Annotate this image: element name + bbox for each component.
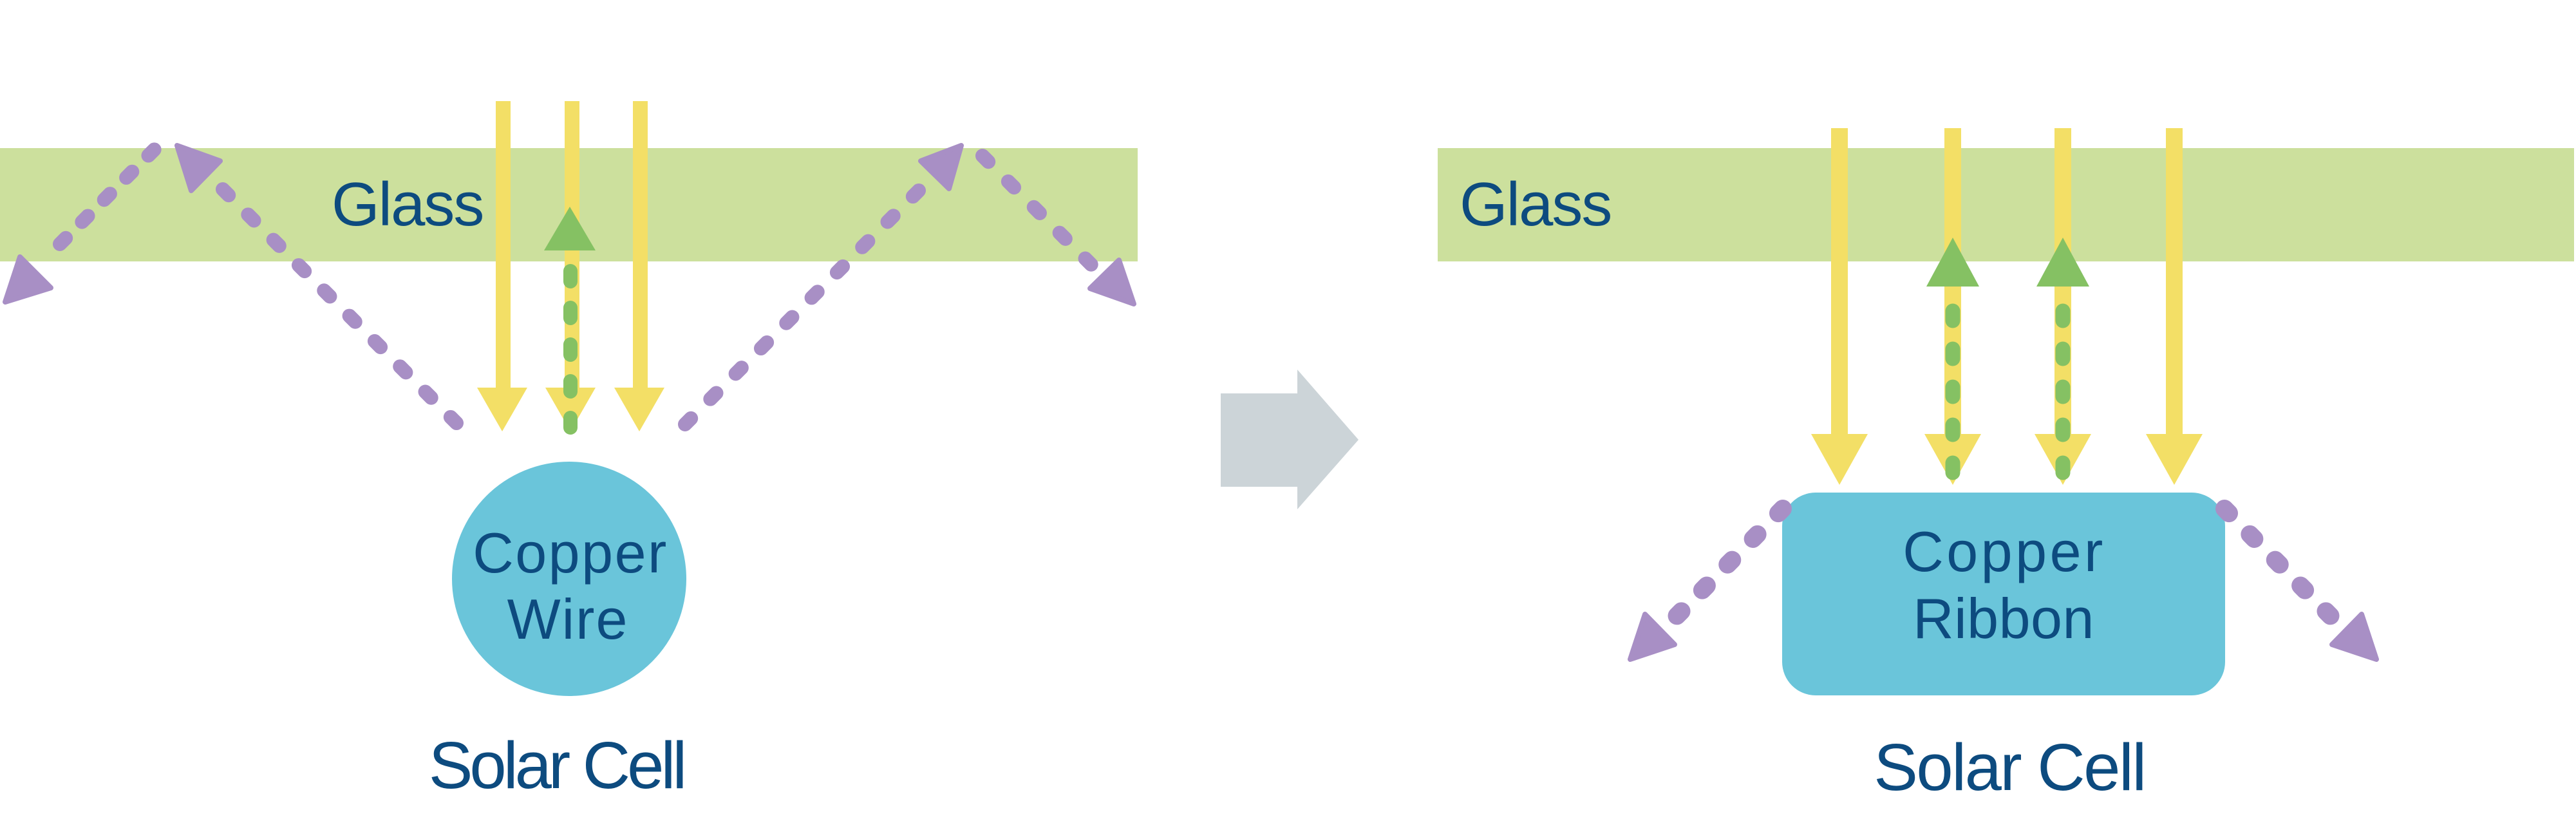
svg-text:Solar Cell: Solar Cell [1874,730,2145,804]
svg-text:Copper: Copper [1903,520,2106,583]
svg-text:Glass: Glass [332,170,483,239]
svg-text:Copper: Copper [473,521,668,585]
svg-text:Solar Cell: Solar Cell [429,728,684,802]
svg-text:Glass: Glass [1460,170,1611,239]
svg-text:Wire: Wire [507,587,629,651]
svg-text:Ribbon: Ribbon [1913,587,2094,650]
